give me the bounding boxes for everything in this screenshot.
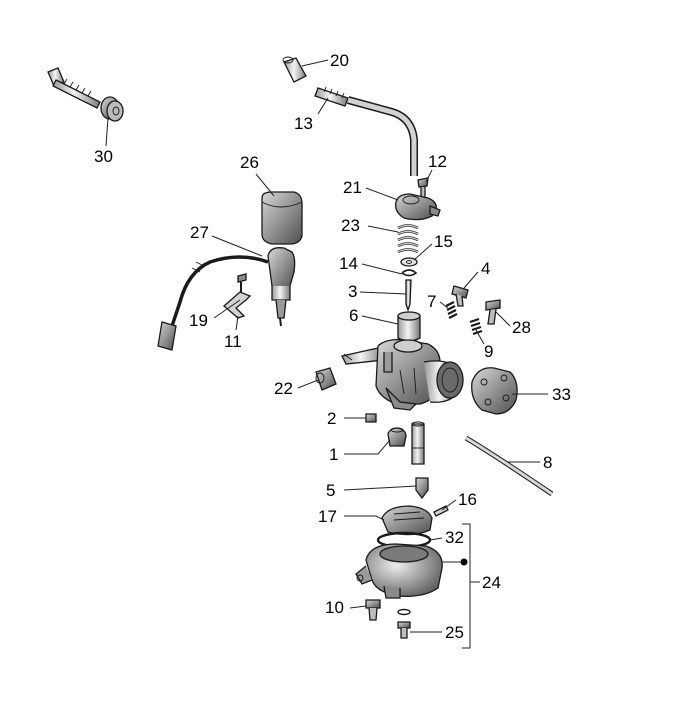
leader-5	[343, 485, 417, 491]
callout-14: 14	[339, 254, 358, 273]
callout-16: 16	[458, 490, 477, 509]
callout-26: 26	[240, 153, 259, 172]
part-5-float-needle	[415, 477, 429, 500]
leader-30	[105, 117, 109, 147]
leader-6	[361, 315, 399, 325]
leader-28	[495, 311, 511, 327]
part-11-bracket	[223, 291, 252, 319]
part-25-drain-screw	[397, 608, 411, 639]
bracket-24-dot	[460, 558, 468, 566]
leader-14	[361, 263, 403, 275]
leader-10	[349, 605, 367, 609]
callout-19: 19	[189, 311, 208, 330]
leader-1	[344, 439, 391, 455]
leader-body	[343, 353, 353, 361]
callout-33: 33	[552, 385, 571, 404]
callout-13: 13	[294, 114, 313, 133]
part-20-cable-cap	[282, 56, 307, 83]
callout-2: 2	[327, 409, 336, 428]
callout-4: 4	[481, 259, 490, 278]
part-30-adjuster-screw	[47, 67, 124, 122]
callout-17: 17	[318, 507, 337, 526]
part-33-insulator	[471, 367, 518, 415]
leader-9	[475, 329, 485, 345]
leader-lines	[105, 59, 548, 649]
callout-3: 3	[348, 282, 357, 301]
part-6-throttle-valve	[397, 311, 421, 342]
part-22-hose-nipple	[315, 367, 337, 391]
leader-12	[425, 169, 433, 183]
leader-22	[297, 379, 319, 389]
leader-7	[439, 301, 449, 309]
carburettor-body	[341, 338, 464, 411]
leader-13	[317, 97, 329, 115]
part-15-washer	[400, 257, 418, 267]
bracket-24	[462, 523, 471, 649]
leader-26	[255, 173, 275, 197]
callout-25: 25	[445, 623, 464, 642]
leader-3	[359, 291, 407, 295]
leader-32	[429, 537, 443, 541]
callout-9: 9	[484, 342, 493, 361]
part-10-screw	[365, 599, 381, 621]
part-7-spring	[445, 301, 458, 319]
callout-7: 7	[427, 292, 436, 311]
callout-27: 27	[190, 223, 209, 242]
callout-23: 23	[341, 216, 360, 235]
callout-15: 15	[434, 232, 453, 251]
leader-15	[413, 243, 433, 261]
callout-32: 32	[445, 528, 464, 547]
emulsion-tube	[411, 421, 425, 465]
float-bowl	[355, 543, 443, 599]
callout-8: 8	[543, 453, 552, 472]
part-13-throttle-cable	[314, 86, 418, 176]
part-1-main-jet	[387, 427, 407, 447]
callout-20: 20	[330, 51, 349, 70]
part-17-float	[381, 505, 433, 536]
callout-22: 22	[274, 379, 293, 398]
leader-11	[235, 315, 239, 331]
leader-17	[344, 515, 385, 521]
callout-12: 12	[428, 152, 447, 171]
callout-11: 11	[224, 332, 242, 351]
part-27-electric-choke	[157, 247, 296, 351]
part-3-jet-needle	[405, 279, 412, 313]
callout-28: 28	[512, 318, 531, 337]
leader-21	[365, 187, 399, 201]
part-26-choke-cover	[261, 191, 303, 245]
callout-6: 6	[349, 306, 358, 325]
part-8-fuel-hose	[464, 435, 554, 497]
part-4-screw	[451, 285, 469, 307]
leader-4	[463, 271, 479, 289]
leader-19	[213, 299, 241, 319]
leader-27	[211, 235, 263, 257]
part-2-idle-jet	[365, 413, 377, 423]
part-21-carburettor-top	[395, 193, 441, 221]
callout-21: 21	[343, 178, 362, 197]
callout-1: 1	[329, 445, 338, 464]
leader-20	[301, 59, 329, 67]
part-23-spring	[397, 224, 419, 254]
callout-5: 5	[326, 481, 335, 500]
part-14-clip	[401, 269, 418, 277]
callout-10: 10	[325, 598, 344, 617]
callout-30: 30	[94, 147, 113, 166]
leader-16	[441, 499, 457, 511]
callout-labels: 20 13 30 26 12 21 23 27 15 14 4 3 7 28 1…	[94, 51, 571, 642]
leader-23	[367, 225, 399, 233]
part-9-spring	[469, 317, 483, 336]
callout-24: 24	[482, 573, 501, 592]
part-28-screw	[485, 299, 501, 325]
